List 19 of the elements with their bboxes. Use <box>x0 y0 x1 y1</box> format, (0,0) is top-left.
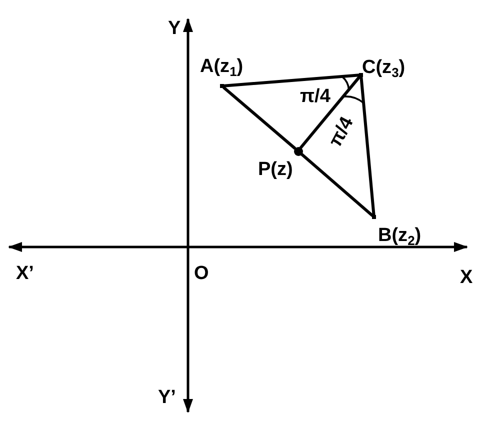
point-label: B(z$_{2}$) <box>378 226 422 245</box>
line-segment <box>299 76 361 150</box>
vertex-point <box>372 215 376 219</box>
vertex-point <box>359 73 363 77</box>
line-segment <box>360 76 376 216</box>
vertex-point <box>220 84 224 88</box>
axis-label: Y <box>168 19 181 38</box>
line-segment <box>222 74 360 88</box>
origin-label: O <box>194 264 209 283</box>
axis-label: Y’ <box>158 388 176 407</box>
point-label: A(z$_{1}$) <box>200 57 244 76</box>
angle-label: π/4 <box>326 114 358 150</box>
point-label: P(z) <box>258 160 293 179</box>
axis-label: X’ <box>16 264 34 283</box>
line-segment <box>300 152 374 217</box>
angle-label: π/4 <box>300 87 330 106</box>
point-label: C(z$_{3}$) <box>362 58 406 77</box>
line-segment <box>222 86 296 150</box>
axis-label: X <box>460 268 473 287</box>
